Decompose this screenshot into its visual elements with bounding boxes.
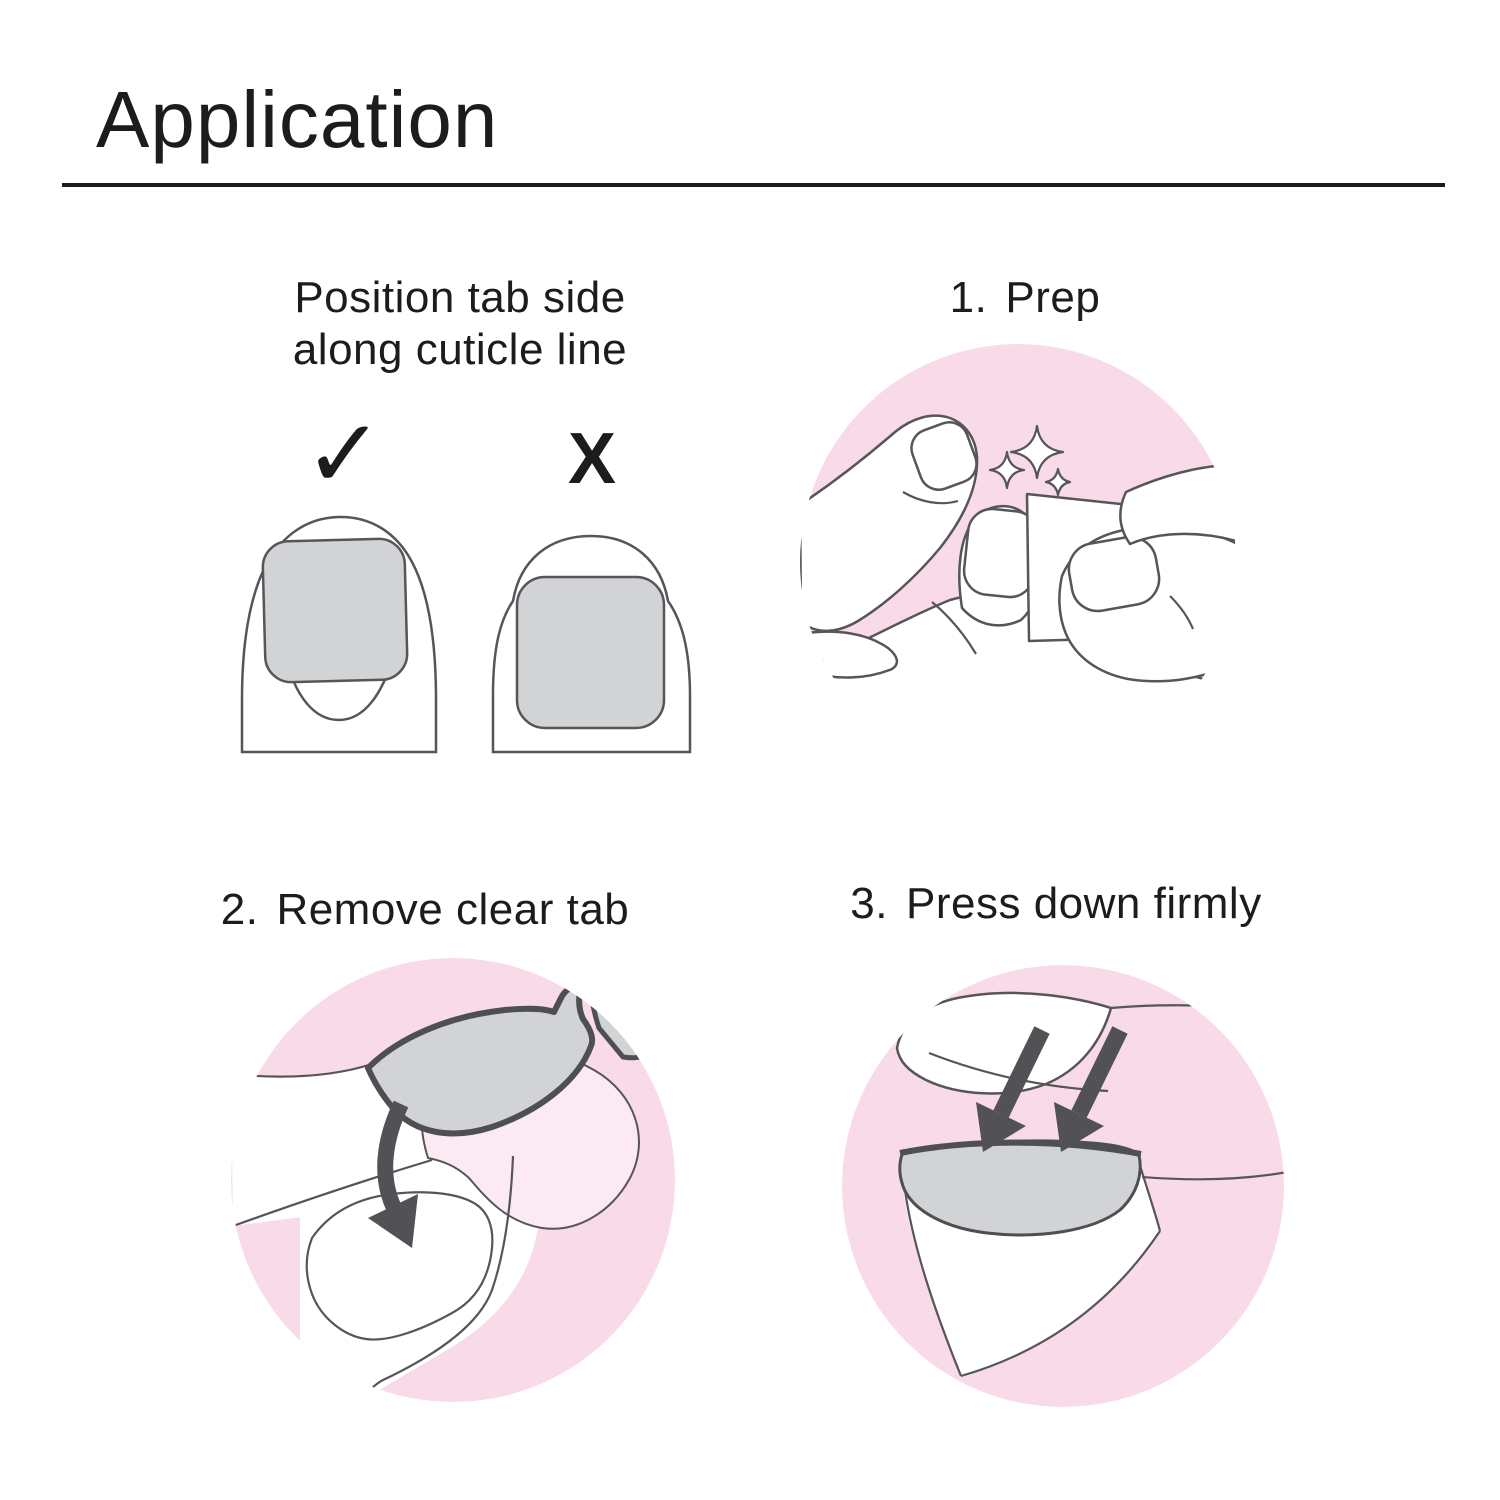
prep-illustration bbox=[800, 344, 1236, 780]
step-1-number: 1. bbox=[949, 273, 988, 322]
sparkles-icon bbox=[988, 424, 1072, 497]
peel-arrow-icon bbox=[368, 1100, 418, 1248]
title-divider bbox=[62, 183, 1445, 187]
position-guide-heading-line2: along cuticle line bbox=[292, 325, 628, 374]
clear-tab bbox=[365, 980, 596, 1137]
step-1-heading: 1. Prep bbox=[825, 272, 1225, 324]
incorrect-placement-finger bbox=[491, 534, 692, 754]
remove-tab-illustration bbox=[231, 958, 675, 1402]
nail-tab-incorrect bbox=[515, 575, 666, 730]
hand-being-prepped bbox=[800, 504, 1236, 780]
page-title: Application bbox=[96, 75, 499, 164]
nail-tab-correct bbox=[261, 537, 409, 684]
check-icon: ✓ bbox=[303, 398, 385, 510]
position-guide-heading-line1: Position tab side bbox=[294, 273, 626, 322]
step-2-label: Remove clear tab bbox=[276, 885, 630, 934]
step-3-label: Press down firmly bbox=[906, 879, 1262, 928]
step-1-label: Prep bbox=[1005, 273, 1101, 322]
step-2-heading: 2. Remove clear tab bbox=[195, 884, 655, 936]
thumb-top-left bbox=[800, 414, 979, 679]
step-2-number: 2. bbox=[220, 885, 259, 934]
press-arrows-icon bbox=[976, 1026, 1128, 1152]
correct-placement-finger bbox=[240, 515, 438, 754]
pressed-nail bbox=[898, 1139, 1142, 1237]
smile-line bbox=[282, 649, 397, 722]
press-down-illustration bbox=[842, 965, 1284, 1407]
step-3-number: 3. bbox=[850, 879, 888, 928]
position-guide-heading: Position tab side along cuticle line bbox=[230, 272, 690, 376]
hand-holding-pad bbox=[1058, 464, 1236, 683]
placement-comparison-illustration bbox=[240, 515, 692, 754]
x-icon: X bbox=[567, 419, 617, 499]
step-3-heading: 3. Press down firmly bbox=[826, 878, 1286, 930]
